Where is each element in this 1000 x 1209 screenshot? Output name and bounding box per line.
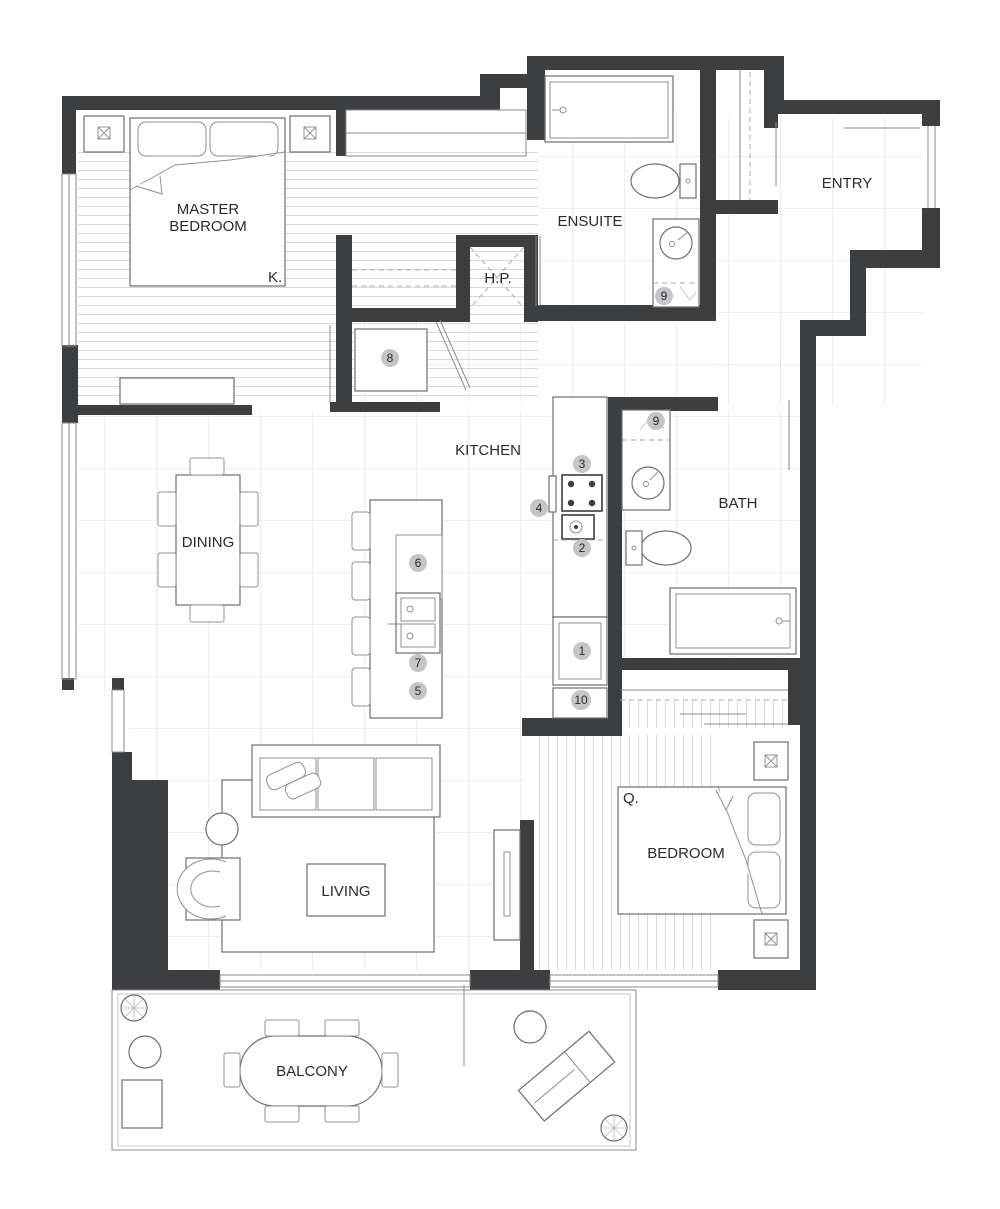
heat-pump-closet (469, 246, 525, 309)
svg-text:9: 9 (653, 414, 660, 428)
laundry (354, 328, 428, 392)
svg-text:9: 9 (661, 289, 668, 303)
dining-label: DINING (182, 534, 235, 551)
bedroom-label: BEDROOM (647, 845, 725, 862)
windows (61, 109, 936, 988)
plant-icon (120, 994, 148, 1022)
svg-text:6: 6 (415, 556, 422, 570)
svg-text:10: 10 (574, 693, 588, 707)
balcony (111, 989, 637, 1151)
marker-8: 8 (381, 349, 399, 367)
bath-label: BATH (719, 495, 758, 512)
entry-label: ENTRY (822, 175, 873, 192)
master-bed-size-label: K. (268, 269, 282, 286)
kitchen-label: KITCHEN (455, 442, 521, 459)
dining-table (157, 457, 259, 623)
marker-7: 7 (409, 654, 427, 672)
balcony-label: BALCONY (276, 1063, 348, 1080)
svg-text:5: 5 (415, 684, 422, 698)
walls (62, 56, 940, 990)
master-bedroom-label-line2: BEDROOM (169, 218, 247, 235)
bedroom-bed-size-label: Q. (623, 790, 639, 807)
plant-icon (600, 1114, 628, 1142)
marker-9-bath: 9 (647, 412, 665, 430)
kitchen-counter (548, 396, 608, 719)
ensuite-fixtures (544, 75, 700, 308)
marker-2: 2 (573, 539, 591, 557)
bedroom-furniture (617, 741, 789, 959)
room-labels: MASTER BEDROOM K. ENSUITE ENTRY H.P. KIT… (169, 175, 872, 1080)
svg-text:4: 4 (536, 501, 543, 515)
marker-1: 1 (573, 642, 591, 660)
marker-10: 10 (571, 690, 591, 710)
hp-label: H.P. (484, 270, 511, 287)
svg-text:2: 2 (579, 541, 586, 555)
svg-text:8: 8 (387, 351, 394, 365)
appliance-markers: 8 9 9 3 4 2 6 7 (381, 287, 673, 710)
living-furniture (176, 744, 521, 953)
svg-text:3: 3 (579, 457, 586, 471)
svg-text:1: 1 (579, 644, 586, 658)
kitchen-island (351, 499, 443, 719)
living-label: LIVING (321, 883, 370, 900)
ensuite-label: ENSUITE (557, 213, 622, 230)
master-bedroom-label: MASTER (177, 201, 240, 218)
marker-5: 5 (409, 682, 427, 700)
marker-6: 6 (409, 554, 427, 572)
marker-9-ensuite: 9 (655, 287, 673, 305)
master-bedroom-furniture (83, 115, 456, 405)
svg-text:7: 7 (415, 656, 422, 670)
marker-3: 3 (573, 455, 591, 473)
doors (329, 70, 920, 1066)
marker-4: 4 (530, 499, 548, 517)
